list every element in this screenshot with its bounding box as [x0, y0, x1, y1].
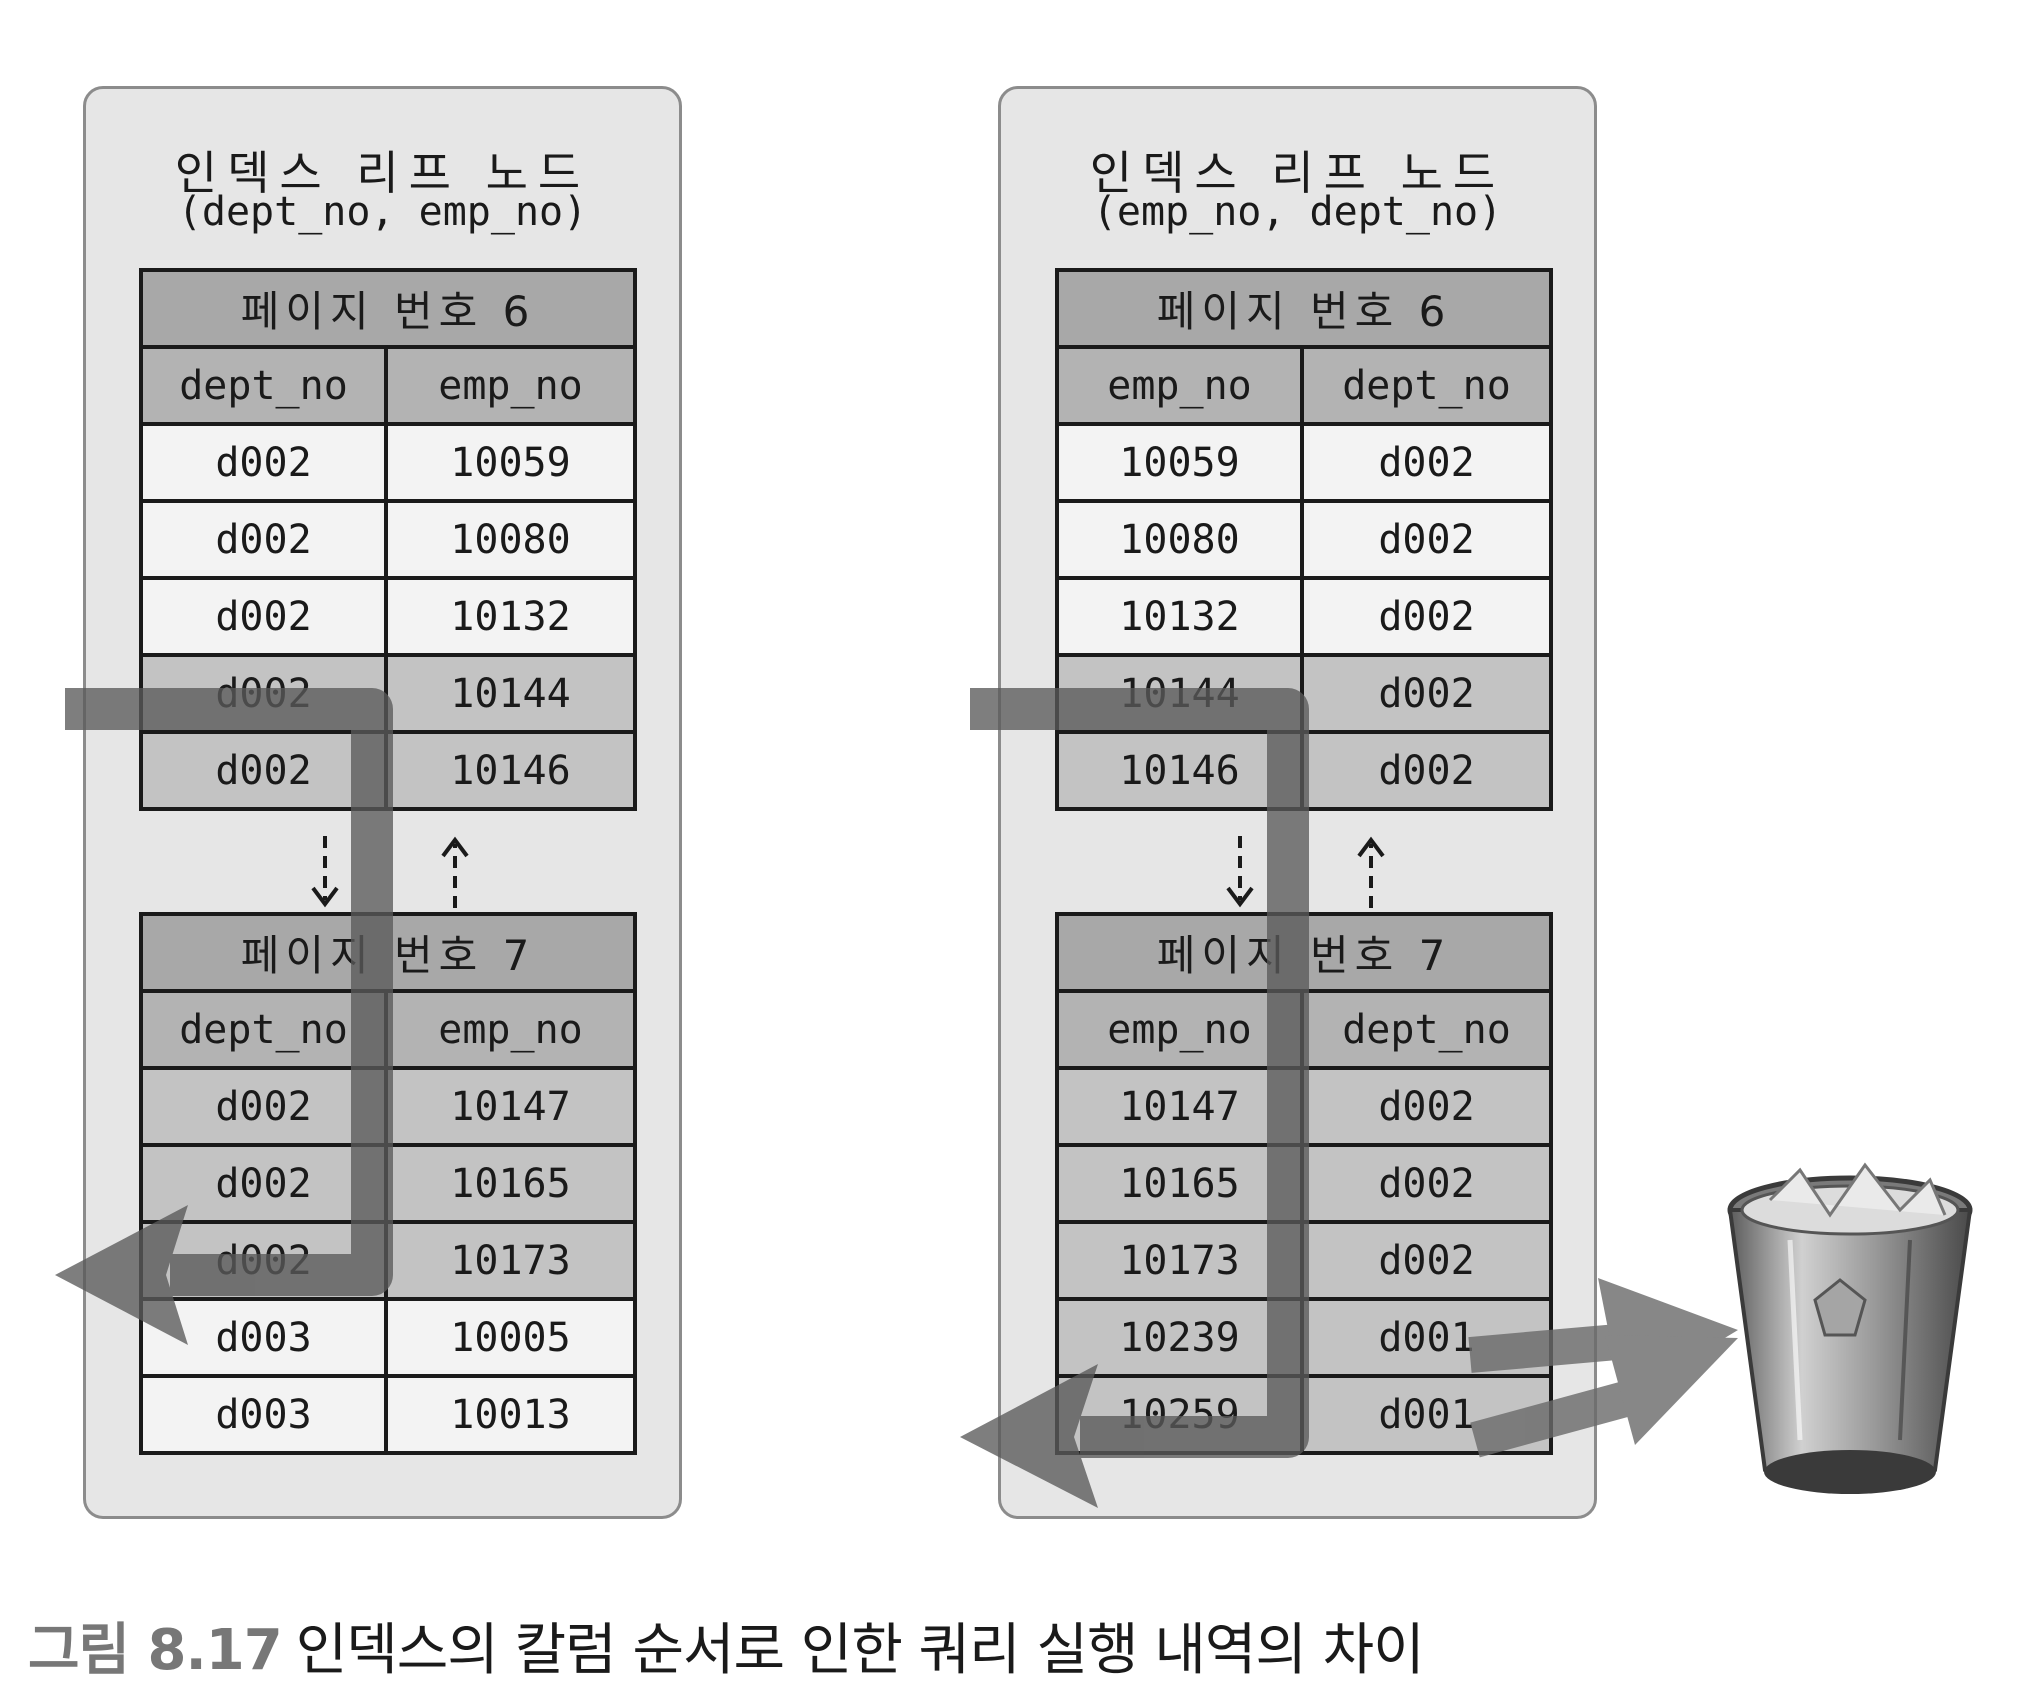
table-cell: 10059: [384, 422, 637, 503]
table-cell: 10173: [384, 1220, 637, 1301]
table-row: 10132 d002: [1055, 576, 1553, 657]
table-cell: d002: [139, 1220, 388, 1301]
figure-caption-text: 인덱스의 칼럼 순서로 인한 쿼리 실행 내역의 차이: [295, 1618, 1425, 1683]
table-cell: 10132: [384, 576, 637, 657]
column-header: emp_no: [384, 345, 637, 426]
table-cell: 10147: [1055, 1066, 1304, 1147]
table-cell: d002: [139, 1066, 388, 1147]
left-page-6-table: 페이지 번호 6 dept_no emp_no d002 10059 d002 …: [139, 268, 637, 811]
table-cell: d002: [1300, 576, 1553, 657]
table-cell: d002: [1300, 653, 1553, 734]
table-cell: d002: [1300, 422, 1553, 503]
table-cell: 10080: [384, 499, 637, 580]
table-cell: 10146: [384, 730, 637, 811]
left-panel-title: 인덱스 리프 노드: [174, 146, 591, 200]
table-cell: d002: [139, 1143, 388, 1224]
column-header: dept_no: [139, 345, 388, 426]
table-cell: 10165: [1055, 1143, 1304, 1224]
table-cell: d002: [1300, 499, 1553, 580]
column-header: dept_no: [1300, 989, 1553, 1070]
table-cell: d002: [139, 499, 388, 580]
table-row: d003 10013: [139, 1374, 637, 1455]
table-cell: 10146: [1055, 730, 1304, 811]
table-row: d002 10144: [139, 653, 637, 734]
page-label: 페이지 번호 7: [1055, 912, 1553, 993]
table-row: 10173 d002: [1055, 1220, 1553, 1301]
table-cell: 10173: [1055, 1220, 1304, 1301]
table-cell: 10239: [1055, 1297, 1304, 1378]
left-panel-subtitle: (dept_no, emp_no): [177, 189, 588, 235]
table-row: 10239 d001: [1055, 1297, 1553, 1378]
page-label: 페이지 번호 6: [139, 268, 637, 349]
table-cell: 10059: [1055, 422, 1304, 503]
column-header: emp_no: [1055, 345, 1304, 426]
table-row: d002 10146: [139, 730, 637, 811]
table-cell: d002: [1300, 1066, 1553, 1147]
table-row: 10144 d002: [1055, 653, 1553, 734]
table-cell: d002: [139, 730, 388, 811]
table-cell: 10259: [1055, 1374, 1304, 1455]
table-cell: 10144: [1055, 653, 1304, 734]
table-cell: 10005: [384, 1297, 637, 1378]
right-page-7-table: 페이지 번호 7 emp_no dept_no 10147 d002 10165…: [1055, 912, 1553, 1455]
table-row: d002 10147: [139, 1066, 637, 1147]
right-panel-subtitle: (emp_no, dept_no): [1092, 189, 1503, 235]
table-cell: 10147: [384, 1066, 637, 1147]
table-cell: d002: [139, 653, 388, 734]
column-header: emp_no: [1055, 989, 1304, 1070]
figure-number: 그림 8.17: [28, 1618, 283, 1683]
table-row: 10165 d002: [1055, 1143, 1553, 1224]
page-label: 페이지 번호 6: [1055, 268, 1553, 349]
table-cell: 10013: [384, 1374, 637, 1455]
table-cell: 10144: [384, 653, 637, 734]
table-cell: 10080: [1055, 499, 1304, 580]
recycle-bin-icon: [1727, 1162, 1973, 1494]
table-row: 10059 d002: [1055, 422, 1553, 503]
right-page-6-table: 페이지 번호 6 emp_no dept_no 10059 d002 10080…: [1055, 268, 1553, 811]
table-cell: d002: [1300, 1220, 1553, 1301]
column-header: emp_no: [384, 989, 637, 1070]
table-row: 10147 d002: [1055, 1066, 1553, 1147]
table-row: 10080 d002: [1055, 499, 1553, 580]
table-row: d002 10165: [139, 1143, 637, 1224]
table-cell: d002: [139, 576, 388, 657]
table-row: 10146 d002: [1055, 730, 1553, 811]
table-cell: 10165: [384, 1143, 637, 1224]
table-row: d002 10059: [139, 422, 637, 503]
page-label: 페이지 번호 7: [139, 912, 637, 993]
table-cell: d001: [1300, 1374, 1553, 1455]
table-row: d002 10132: [139, 576, 637, 657]
table-row: d003 10005: [139, 1297, 637, 1378]
table-cell: d001: [1300, 1297, 1553, 1378]
column-header: dept_no: [139, 989, 388, 1070]
table-row: d002 10080: [139, 499, 637, 580]
table-cell: d002: [139, 422, 388, 503]
right-panel-title: 인덱스 리프 노드: [1089, 146, 1506, 200]
table-cell: 10132: [1055, 576, 1304, 657]
table-row: d002 10173: [139, 1220, 637, 1301]
column-header: dept_no: [1300, 345, 1553, 426]
table-row: 10259 d001: [1055, 1374, 1553, 1455]
table-cell: d003: [139, 1297, 388, 1378]
table-cell: d003: [139, 1374, 388, 1455]
left-page-7-table: 페이지 번호 7 dept_no emp_no d002 10147 d002 …: [139, 912, 637, 1455]
table-cell: d002: [1300, 1143, 1553, 1224]
table-cell: d002: [1300, 730, 1553, 811]
